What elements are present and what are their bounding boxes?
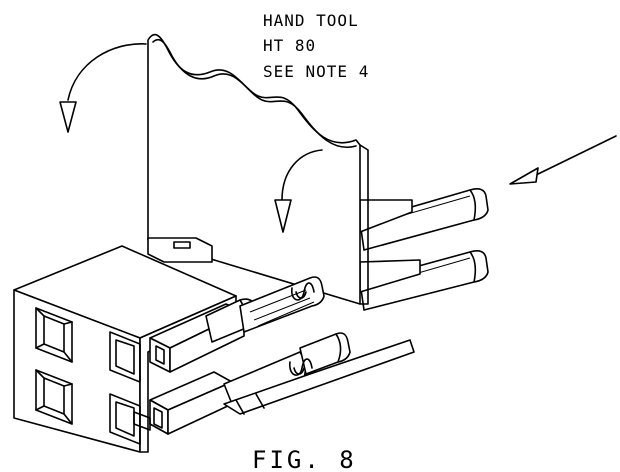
- straight-arrow-icon: [509, 135, 617, 185]
- terminal-lower: [133, 332, 415, 435]
- curved-arrow-icon: [274, 149, 323, 233]
- housing-latch: [147, 237, 213, 263]
- callout-line-1: HAND TOOL: [263, 11, 359, 30]
- callout-line-2: HT 80: [263, 36, 316, 55]
- callout-note: HAND TOOL HT 80 SEE NOTE 4: [263, 11, 369, 81]
- callout-line-3: SEE NOTE 4: [263, 62, 369, 81]
- terminal-upper: [149, 276, 325, 373]
- hand-tool-plate: [147, 33, 369, 305]
- cable-lower: [359, 250, 489, 311]
- curved-arrow-icon: [59, 43, 147, 133]
- figure-label: FIG. 8: [252, 446, 357, 472]
